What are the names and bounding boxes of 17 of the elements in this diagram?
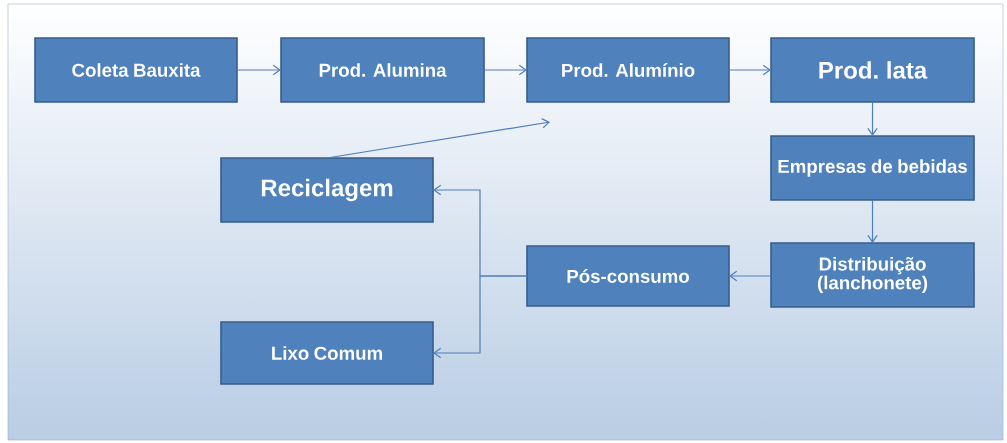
process-box: Empresas de bebidas — [770, 135, 975, 201]
arrow — [433, 275, 528, 359]
process-box: Prod. lata — [770, 37, 975, 103]
arrow — [483, 64, 527, 76]
arrow — [867, 101, 878, 136]
arrow — [236, 64, 281, 76]
process-box: Lixo Comum — [220, 321, 434, 385]
arrow — [326, 118, 550, 159]
process-box: Prod. Alumina — [280, 37, 485, 103]
process-box: Reciclagem — [220, 157, 434, 223]
process-box: Prod. Alumínio — [526, 37, 730, 103]
process-box: Coleta Bauxita — [34, 37, 238, 103]
arrow — [729, 270, 772, 282]
process-box: Distribuição (lanchonete) — [770, 242, 975, 308]
arrow — [867, 199, 878, 243]
process-box: Pós-consumo — [526, 245, 730, 307]
arrow — [728, 64, 771, 76]
